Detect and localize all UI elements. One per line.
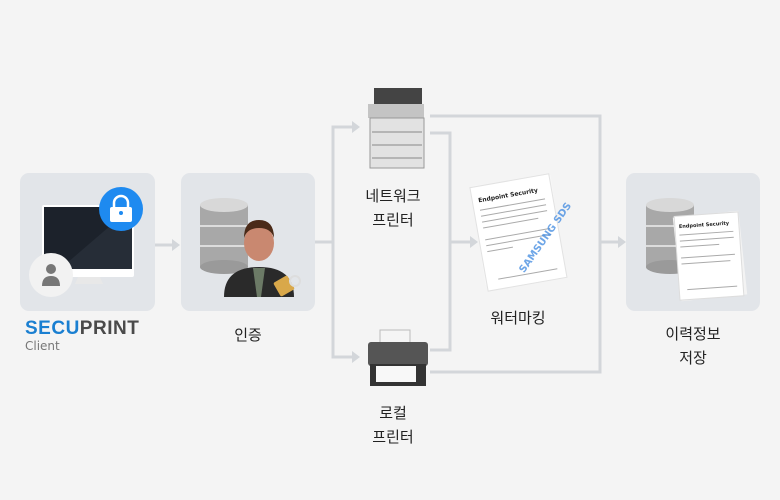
local-printer-line1: 로컬 (379, 404, 407, 422)
logo-part2: PRINT (79, 318, 140, 339)
local-printer-icon (368, 329, 428, 386)
watermarked-document-icon: Endpoint Security SAMSUNG SDS (469, 173, 574, 292)
arrow-icon (172, 239, 180, 251)
auth-text: 인증 (234, 326, 262, 344)
arrow-icon (352, 351, 360, 363)
auth-label: 인증 (188, 323, 308, 347)
client-label: Client (25, 339, 60, 353)
network-printer-line2: 프린터 (372, 211, 414, 229)
arrow-icon (470, 236, 478, 248)
user-avatar-icon (29, 253, 73, 297)
network-printer-line1: 네트워크 (365, 187, 421, 205)
arrow-icon (352, 121, 360, 133)
network-printer-icon (368, 88, 425, 169)
secuprint-logo: SECUPRINT (25, 318, 139, 340)
history-document-icon: Endpoint Security (672, 210, 748, 302)
database-icon (200, 198, 248, 274)
local-printer-line2: 프린터 (372, 428, 414, 446)
watermark-text: 워터마킹 (490, 309, 546, 327)
logo-part1: SECU (25, 318, 80, 339)
history-line2: 저장 (679, 349, 707, 367)
history-doc-title: Endpoint Security (679, 221, 730, 231)
watermark-label: 워터마킹 (458, 306, 578, 330)
user-with-key-icon (224, 220, 301, 297)
arrow-icon (618, 236, 626, 248)
history-line1: 이력정보 (665, 325, 721, 343)
lock-icon (99, 187, 143, 231)
